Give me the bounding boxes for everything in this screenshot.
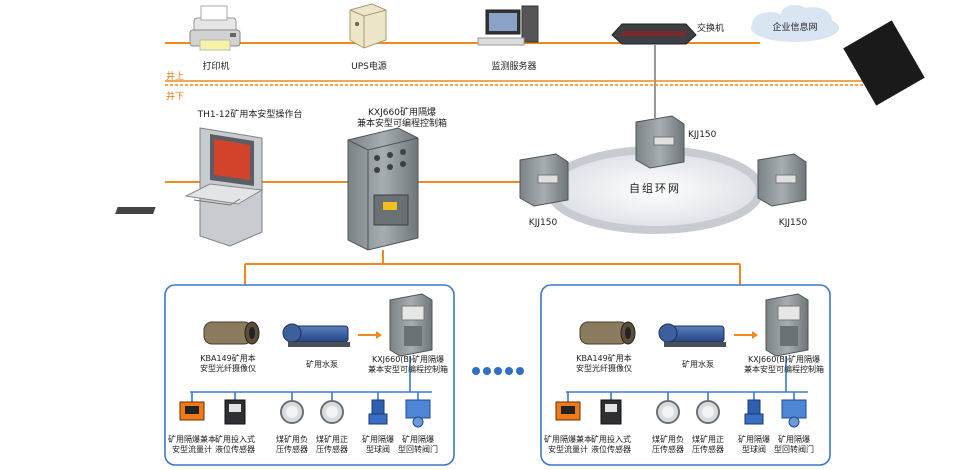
right-sensor-label-5-line1: 矿用隔爆 xyxy=(778,435,810,444)
left-sensor-label-3-line2: 压传感器 xyxy=(316,445,348,454)
water-pump-icon xyxy=(282,323,350,347)
right-controller-label-line2: 兼本安型可编程控制箱 xyxy=(744,365,824,374)
ball-valve-icon xyxy=(744,399,764,425)
switch-icon xyxy=(611,23,697,45)
left-controller-label-line2: 兼本安型可编程控制箱 xyxy=(368,365,448,374)
enterprise-network-cloud-icon xyxy=(751,5,839,42)
kjj150-top-label: KJJ150 xyxy=(688,130,717,140)
ups-icon xyxy=(349,3,387,49)
printer-label: 打印机 xyxy=(202,62,230,72)
kxj660-controller-icon xyxy=(347,127,419,251)
right-sensor-label-2-line1: 煤矿用负 xyxy=(652,435,684,444)
left-sensor-label-1-line1: 矿用投入式 xyxy=(215,435,255,444)
kjj150-left-icon xyxy=(519,153,569,207)
right-sensor-label-1-line2: 液位传感器 xyxy=(591,445,631,454)
kxj660b-controller-icon xyxy=(389,293,433,357)
right-camera-label-line1: KBA149矿用本 xyxy=(576,354,632,363)
cloud-label: 企业信息网 xyxy=(772,23,818,33)
right-sensor-label-0-line2: 安型流量计 xyxy=(548,445,588,454)
operator-console-icon xyxy=(115,127,264,247)
right-controller-label-line1: KXJ660(B)矿用隔爆 xyxy=(747,355,821,364)
negative-pressure-sensor-icon xyxy=(280,400,304,424)
right-sensor-label-2-line2: 压传感器 xyxy=(652,445,684,454)
kjj150-left-label: KJJ150 xyxy=(528,218,558,228)
rotary-valve-icon xyxy=(781,399,807,428)
left-sensor-label-5-line1: 矿用隔爆 xyxy=(402,435,434,444)
fiber-camera-icon xyxy=(203,321,260,345)
left-sensor-label-2-line1: 煤矿用负 xyxy=(276,435,308,444)
left-camera-label-line2: 安型光纤摄像仪 xyxy=(200,364,256,373)
left-sensor-label-1-line2: 液位传感器 xyxy=(215,445,255,454)
left-sensor-label-4-line1: 矿用隔爆 xyxy=(362,435,394,444)
left-controller-label-line1: KXJ660(B)矿用隔爆 xyxy=(371,355,445,364)
ball-valve-icon xyxy=(368,399,388,425)
right-sensor-label-4-line1: 矿用隔爆 xyxy=(738,435,770,444)
positive-pressure-sensor-icon xyxy=(320,400,344,424)
controller-label-line1: KXJ660矿用隔爆 xyxy=(368,108,436,118)
ups-label: UPS电源 xyxy=(351,62,387,72)
kjj150-right-label: KJJ150 xyxy=(778,218,808,228)
left-sensor-label-0-line1: 矿用隔爆兼本 xyxy=(168,435,216,444)
seal-stamp xyxy=(843,20,925,106)
kjj150-top-icon xyxy=(635,115,685,169)
switch-label: 交换机 xyxy=(697,24,725,34)
level-sensor-icon xyxy=(600,399,622,425)
left-sensor-label-2-line2: 压传感器 xyxy=(276,445,308,454)
flowmeter-icon xyxy=(555,401,581,421)
left-pump-label: 矿用水泵 xyxy=(306,360,338,369)
right-pump-label: 矿用水泵 xyxy=(682,360,714,369)
right-sensor-label-3-line2: 压传感器 xyxy=(692,445,724,454)
server-icon xyxy=(477,5,539,46)
negative-pressure-sensor-icon xyxy=(656,400,680,424)
right-sensor-label-3-line1: 煤矿用正 xyxy=(692,435,724,444)
left-camera-label-line1: KBA149矿用本 xyxy=(200,354,256,363)
controller-label-line2: 兼本安型可编程控制箱 xyxy=(356,119,448,129)
left-sensor-label-4-line2: 型球阀 xyxy=(366,445,390,454)
positive-pressure-sensor-icon xyxy=(696,400,720,424)
kjj150-right-icon xyxy=(757,153,807,207)
left-sensor-label-3-line1: 煤矿用正 xyxy=(316,435,348,444)
console-label: TH1-12矿用本安型操作台 xyxy=(197,110,303,120)
ellipsis-dots xyxy=(472,367,524,375)
below-ground-label: 井下 xyxy=(166,92,185,102)
printer-icon xyxy=(189,5,241,51)
kxj660b-controller-icon xyxy=(765,293,809,357)
right-sensor-label-5-line2: 型回转阀门 xyxy=(774,445,814,454)
level-sensor-icon xyxy=(224,399,246,425)
right-sensor-label-0-line1: 矿用隔爆兼本 xyxy=(544,435,592,444)
right-sensor-label-4-line2: 型球阀 xyxy=(742,445,766,454)
flowmeter-icon xyxy=(179,401,205,421)
above-ground-label: 井上 xyxy=(166,72,185,82)
ring-label: 自组环网 xyxy=(629,182,681,195)
fiber-camera-icon xyxy=(579,321,636,345)
left-sensor-label-5-line2: 型回转阀门 xyxy=(398,445,438,454)
right-sensor-label-1-line1: 矿用投入式 xyxy=(591,435,631,444)
left-sensor-label-0-line2: 安型流量计 xyxy=(172,445,212,454)
rotary-valve-icon xyxy=(405,399,431,428)
water-pump-icon xyxy=(658,323,726,347)
right-camera-label-line2: 安型光纤摄像仪 xyxy=(576,364,632,373)
server-label: 监测服务器 xyxy=(491,62,537,72)
